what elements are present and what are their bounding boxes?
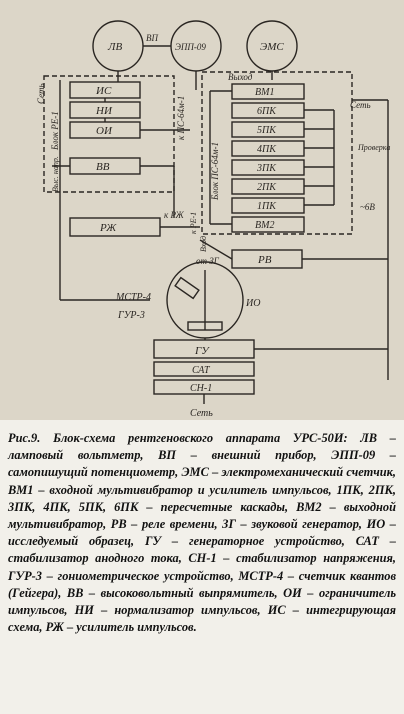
k-rzh-label: к РЖ [164, 210, 184, 220]
vykhod-label: Выход [228, 72, 253, 82]
ot-3g-label: от ЗГ [196, 256, 220, 266]
k-ps64m1-label: к ПС-64м-1 [176, 96, 186, 140]
gur3-label: ГУР-3 [117, 310, 145, 321]
pk2-label: 2ПК [257, 182, 277, 193]
vp-label: ВП [146, 33, 158, 43]
sat-label: САТ [192, 365, 211, 376]
oi-label: ОИ [96, 125, 113, 137]
pk4-label: 4ПК [257, 144, 277, 155]
pk3-label: 3ПК [256, 163, 277, 174]
ems-label: ЭМС [260, 41, 284, 53]
set-right-label: Сеть [350, 100, 371, 110]
set-left-label: Сеть [36, 83, 46, 104]
mstr4-label: МСТР-4 [115, 292, 151, 303]
sn1-label: СН-1 [190, 383, 212, 394]
vv-label: ВВ [96, 161, 110, 173]
proverka-label: Проверка [357, 143, 390, 152]
rzh-label: РЖ [99, 222, 117, 234]
vkhod-label: Вход [199, 236, 208, 252]
rv-label: РВ [257, 254, 272, 266]
lv-label: ЛВ [107, 41, 122, 53]
vm2-label: ВМ2 [255, 220, 274, 231]
k-re1-label: к РЕ-1 [189, 212, 198, 234]
vm1-label: ВМ1 [255, 87, 274, 98]
vys-napr-label: Выс. напр. [51, 156, 60, 192]
block-diagram: ЛВ ЭПП-09 ЭМС ВП ИС НИ ОИ ВВ РЖ РВ ВМ1 6… [36, 20, 390, 419]
block-ps64m1-label: Блок ПС-64м-1 [210, 142, 220, 201]
diagram-scan: ЛВ ЭПП-09 ЭМС ВП ИС НИ ОИ ВВ РЖ РВ ВМ1 6… [0, 0, 404, 420]
pk1-label: 1ПК [257, 201, 277, 212]
epp-label: ЭПП-09 [175, 42, 206, 52]
gu-label: ГУ [194, 345, 210, 357]
is-label: ИС [95, 85, 112, 97]
v6-label: ~6В [360, 202, 375, 212]
caption-body: ЛВ – ламповый вольтметр, ВП – внешний пр… [8, 431, 396, 635]
set-bottom-label: Сеть [190, 408, 213, 419]
mstr4-counter [174, 276, 200, 300]
figure-caption: Рис.9. Блок-схема рентгеновского аппарат… [8, 430, 396, 636]
block-re1-label: Блок РЕ-1 [50, 111, 60, 151]
io-label: ИО [245, 298, 260, 309]
pk5-label: 5ПК [257, 125, 277, 136]
block-ps64m1-frame [201, 71, 353, 235]
block-re1-frame [43, 75, 175, 193]
sat-block [153, 361, 255, 377]
ni-label: НИ [95, 105, 113, 117]
pk6-label: 6ПК [257, 106, 277, 117]
caption-title: Рис.9. Блок-схема рентгеновского аппарат… [8, 431, 348, 445]
